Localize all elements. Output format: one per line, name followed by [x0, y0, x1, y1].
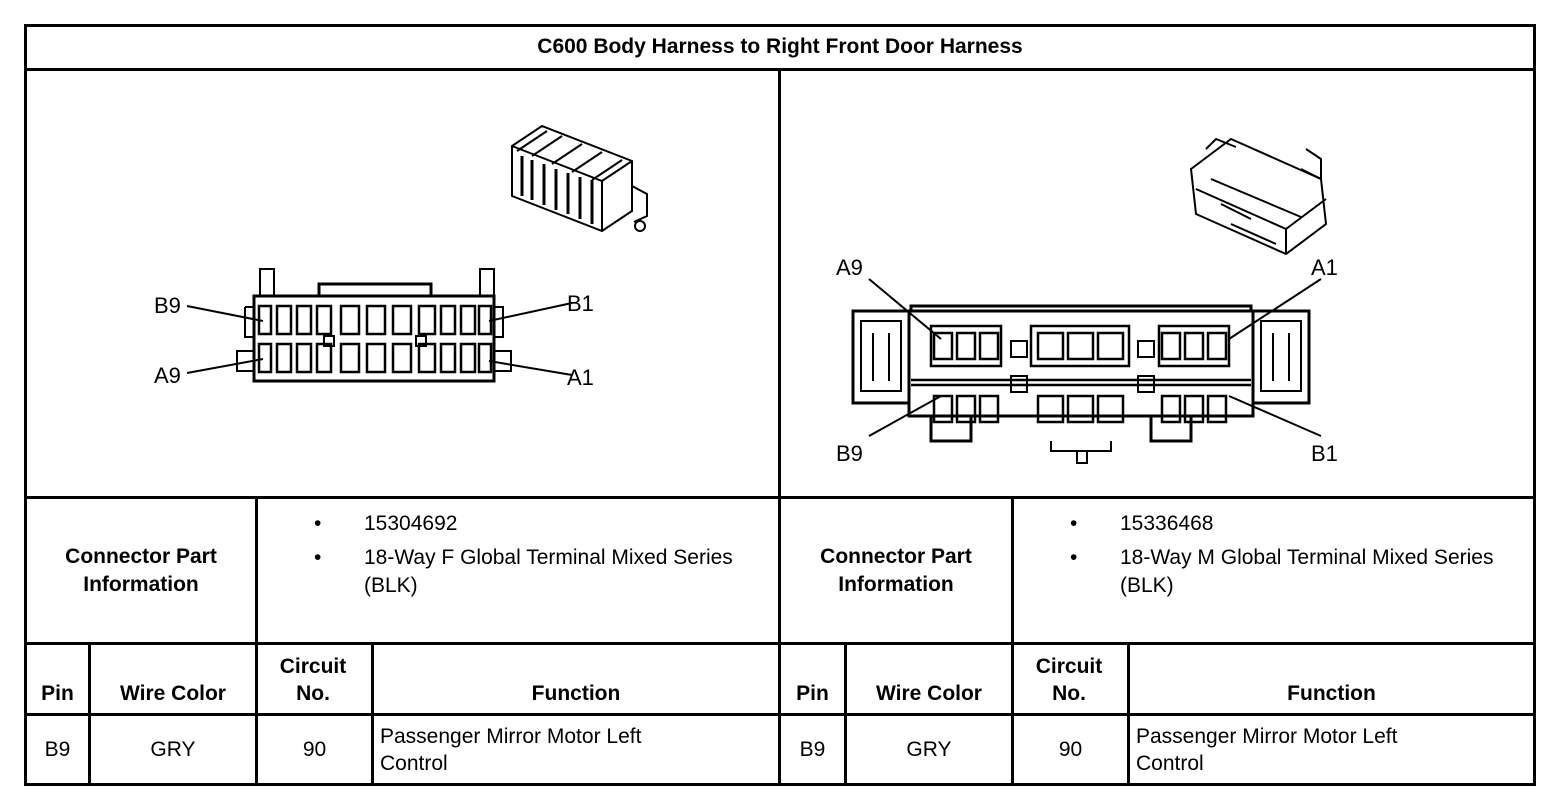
right-pin-label-a1: A1 [1311, 255, 1338, 280]
left-cell-wire-color: GRY [150, 738, 196, 761]
bullet-icon: • [314, 546, 322, 569]
left-connector-3d-icon [511, 124, 648, 233]
left-pin-label-a1: A1 [567, 365, 594, 390]
left-part-number: 15304692 [364, 512, 458, 535]
left-pin-label-b9: B9 [154, 293, 181, 318]
right-cell-circuit: 90 [1058, 738, 1083, 761]
center-divider [778, 68, 781, 786]
right-connector-3d-icon [1189, 137, 1328, 256]
right-connector-face-view [851, 304, 1311, 464]
page-title: C600 Body Harness to Right Front Door Ha… [537, 35, 1023, 58]
right-part-number: 15336468 [1120, 512, 1214, 535]
list-item: • 15336468 [1014, 510, 1514, 538]
right-pin-label-b1: B1 [1311, 441, 1338, 466]
right-header-circuit: Circuit No. [1035, 655, 1103, 705]
left-part-description: 18-Way F Global Terminal Mixed Series (B… [364, 546, 733, 597]
left-pin-label-b1: B1 [567, 291, 594, 316]
right-header-pin: Pin [796, 682, 829, 705]
left-col-div-2 [255, 642, 258, 786]
left-cell-circuit: 90 [302, 738, 327, 761]
bullet-icon: • [1070, 512, 1078, 535]
bullet-icon: • [314, 512, 322, 535]
left-header-pin: Pin [41, 682, 74, 705]
right-col-div-1 [844, 642, 847, 786]
left-connector-face-view [236, 268, 512, 383]
right-header-function: Function [1287, 682, 1376, 705]
left-header-wire-color: Wire Color [120, 682, 226, 705]
right-pin-label-b9: B9 [836, 441, 863, 466]
left-cell-function: Passenger Mirror Motor Left Control [380, 724, 642, 775]
left-cpi-label: Connector Part Information [65, 544, 217, 596]
left-cpi-divider [255, 496, 258, 645]
right-pin-label-a9: A9 [836, 255, 863, 280]
right-cpi-divider [1011, 496, 1014, 645]
right-cpi-label: Connector Part Information [820, 544, 972, 596]
list-item: • 18-Way F Global Terminal Mixed Series (… [258, 544, 758, 600]
left-col-div-3 [371, 642, 374, 786]
right-cell-function: Passenger Mirror Motor Left Control [1136, 724, 1398, 775]
left-cpi-list: • 15304692 • 18-Way F Global Terminal Mixe… [258, 510, 758, 606]
right-col-div-3 [1127, 642, 1130, 786]
left-header-function: Function [531, 682, 621, 705]
right-connector-diagram: A9 A1 B9 B1 [836, 137, 1338, 466]
left-connector-diagram: B9 B1 A9 A1 [154, 124, 648, 390]
left-pin-label-a9: A9 [154, 363, 181, 388]
left-cell-pin: B9 [44, 738, 71, 761]
right-part-description: 18-Way M Global Terminal Mixed Series (B… [1120, 546, 1494, 597]
list-item: • 18-Way M Global Terminal Mixed Series (… [1014, 544, 1514, 600]
list-item: • 15304692 [258, 510, 758, 538]
right-cpi-list: • 15336468 • 18-Way M Global Terminal Mixe… [1014, 510, 1514, 606]
right-header-wire-color: Wire Color [876, 682, 982, 705]
right-cell-pin: B9 [799, 738, 826, 761]
left-header-circuit: Circuit No. [279, 655, 347, 705]
bullet-icon: • [1070, 546, 1078, 569]
right-col-div-2 [1011, 642, 1014, 786]
right-cell-wire-color: GRY [906, 738, 952, 761]
left-col-div-1 [88, 642, 91, 786]
